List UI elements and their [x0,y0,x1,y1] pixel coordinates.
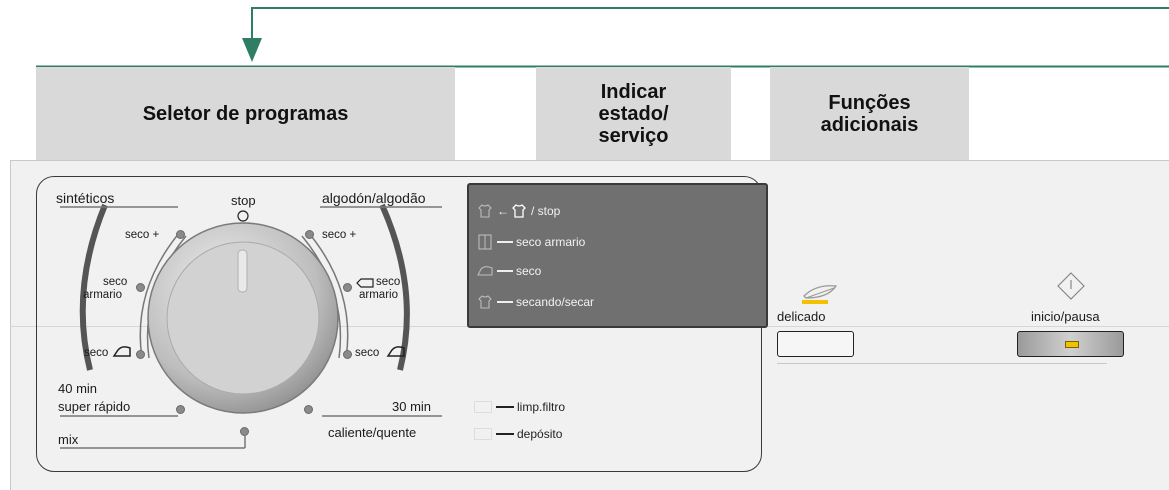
dial-label-caliente: caliente/quente [328,425,417,440]
shirt-wet-icon [478,295,492,309]
header-additional-functions-label: Funções adicionais [820,91,919,136]
display-row-seco-armario-label: seco armario [516,235,586,249]
delicado-label: delicado [777,309,826,324]
start-pause-icon [1057,272,1085,300]
dial-label-30min: 30 min [392,399,432,414]
indicator-deposito: depósito [474,427,562,441]
hanger-icon [356,278,374,288]
display-row-secando-label: secando/secar [516,295,595,309]
filter-icon [474,401,492,413]
dial-label-algodon: algodón/algodão [322,190,426,206]
inicio-pausa-button[interactable] [1017,331,1124,357]
dial-label-sinteticos: sintéticos [56,190,115,206]
dial-label-super-rapido: super rápido [58,399,131,414]
dial-label-left-seco-armario-1: seco [103,276,128,288]
status-display: ← / stop seco armario seco secando/secar [467,183,768,328]
iron-icon [112,346,131,357]
iron-icon [477,266,493,276]
shirt-icon [478,204,492,218]
dial-label-mix: mix [58,432,79,447]
header-program-selector: Seletor de programas [36,67,455,160]
display-row-line [497,270,513,272]
dial-dot-right-seco-plus[interactable] [305,230,314,239]
dial-label-right-seco-armario-1: seco [376,276,401,288]
tank-icon [474,428,492,440]
dial-label-right-seco-armario-2: armario [359,289,398,301]
shirt-outline-icon [512,204,526,218]
dial-label-right-seco-iron: seco [355,347,380,359]
header-status-service: Indicar estado/ serviço [536,67,731,160]
arrow-left-icon: ← [497,204,509,218]
header-additional-functions: Funções adicionais [770,67,969,160]
display-row-seco-label: seco [516,264,542,278]
display-row-stop: ← / stop [477,203,560,219]
dial-dot-super-rapido[interactable] [176,405,185,414]
display-row-seco-armario: seco armario [477,234,585,250]
dial-dot-right-seco-armario[interactable] [343,283,352,292]
functions-underline [777,363,1107,364]
display-row-line [497,301,513,303]
display-row-seco: seco [477,263,541,279]
iron-icon [386,346,405,357]
dial-dot-left-seco-plus[interactable] [176,230,185,239]
leaf-icon [802,285,838,304]
indicator-deposito-label: depósito [517,427,563,441]
led-indicator [1065,341,1079,348]
dial-label-stop: stop [231,193,256,208]
header-program-selector-label: Seletor de programas [142,102,349,125]
wardrobe-icon [478,234,492,250]
display-row-stop-label: / stop [531,204,561,218]
dial-label-left-seco-plus: seco + [125,229,160,241]
delicado-button[interactable] [777,331,854,357]
dial-label-left-seco-iron: seco [84,347,109,359]
display-row-line [497,241,513,243]
inicio-pausa-label: inicio/pausa [1031,309,1100,324]
indicator-limp-filtro-label: limp.filtro [517,400,566,414]
flow-arrow [36,7,1169,68]
dial-dot-left-seco-iron[interactable] [136,350,145,359]
indicator-line [496,406,514,408]
indicator-limp-filtro: limp.filtro [474,400,565,414]
program-dial-graphics [60,203,442,449]
indicator-line [496,433,514,435]
dial-dot-right-seco-iron[interactable] [343,350,352,359]
dial-dot-30min[interactable] [304,405,313,414]
dial-dot-mix[interactable] [240,427,249,436]
dial-label-right-seco-plus: seco + [322,229,357,241]
dial-dot-left-seco-armario[interactable] [136,283,145,292]
header-status-service-label: Indicar estado/ serviço [598,80,669,147]
display-row-secando: secando/secar [477,294,594,310]
dial-label-40min: 40 min [58,381,98,396]
dial-label-left-seco-armario-2: armario [83,289,122,301]
